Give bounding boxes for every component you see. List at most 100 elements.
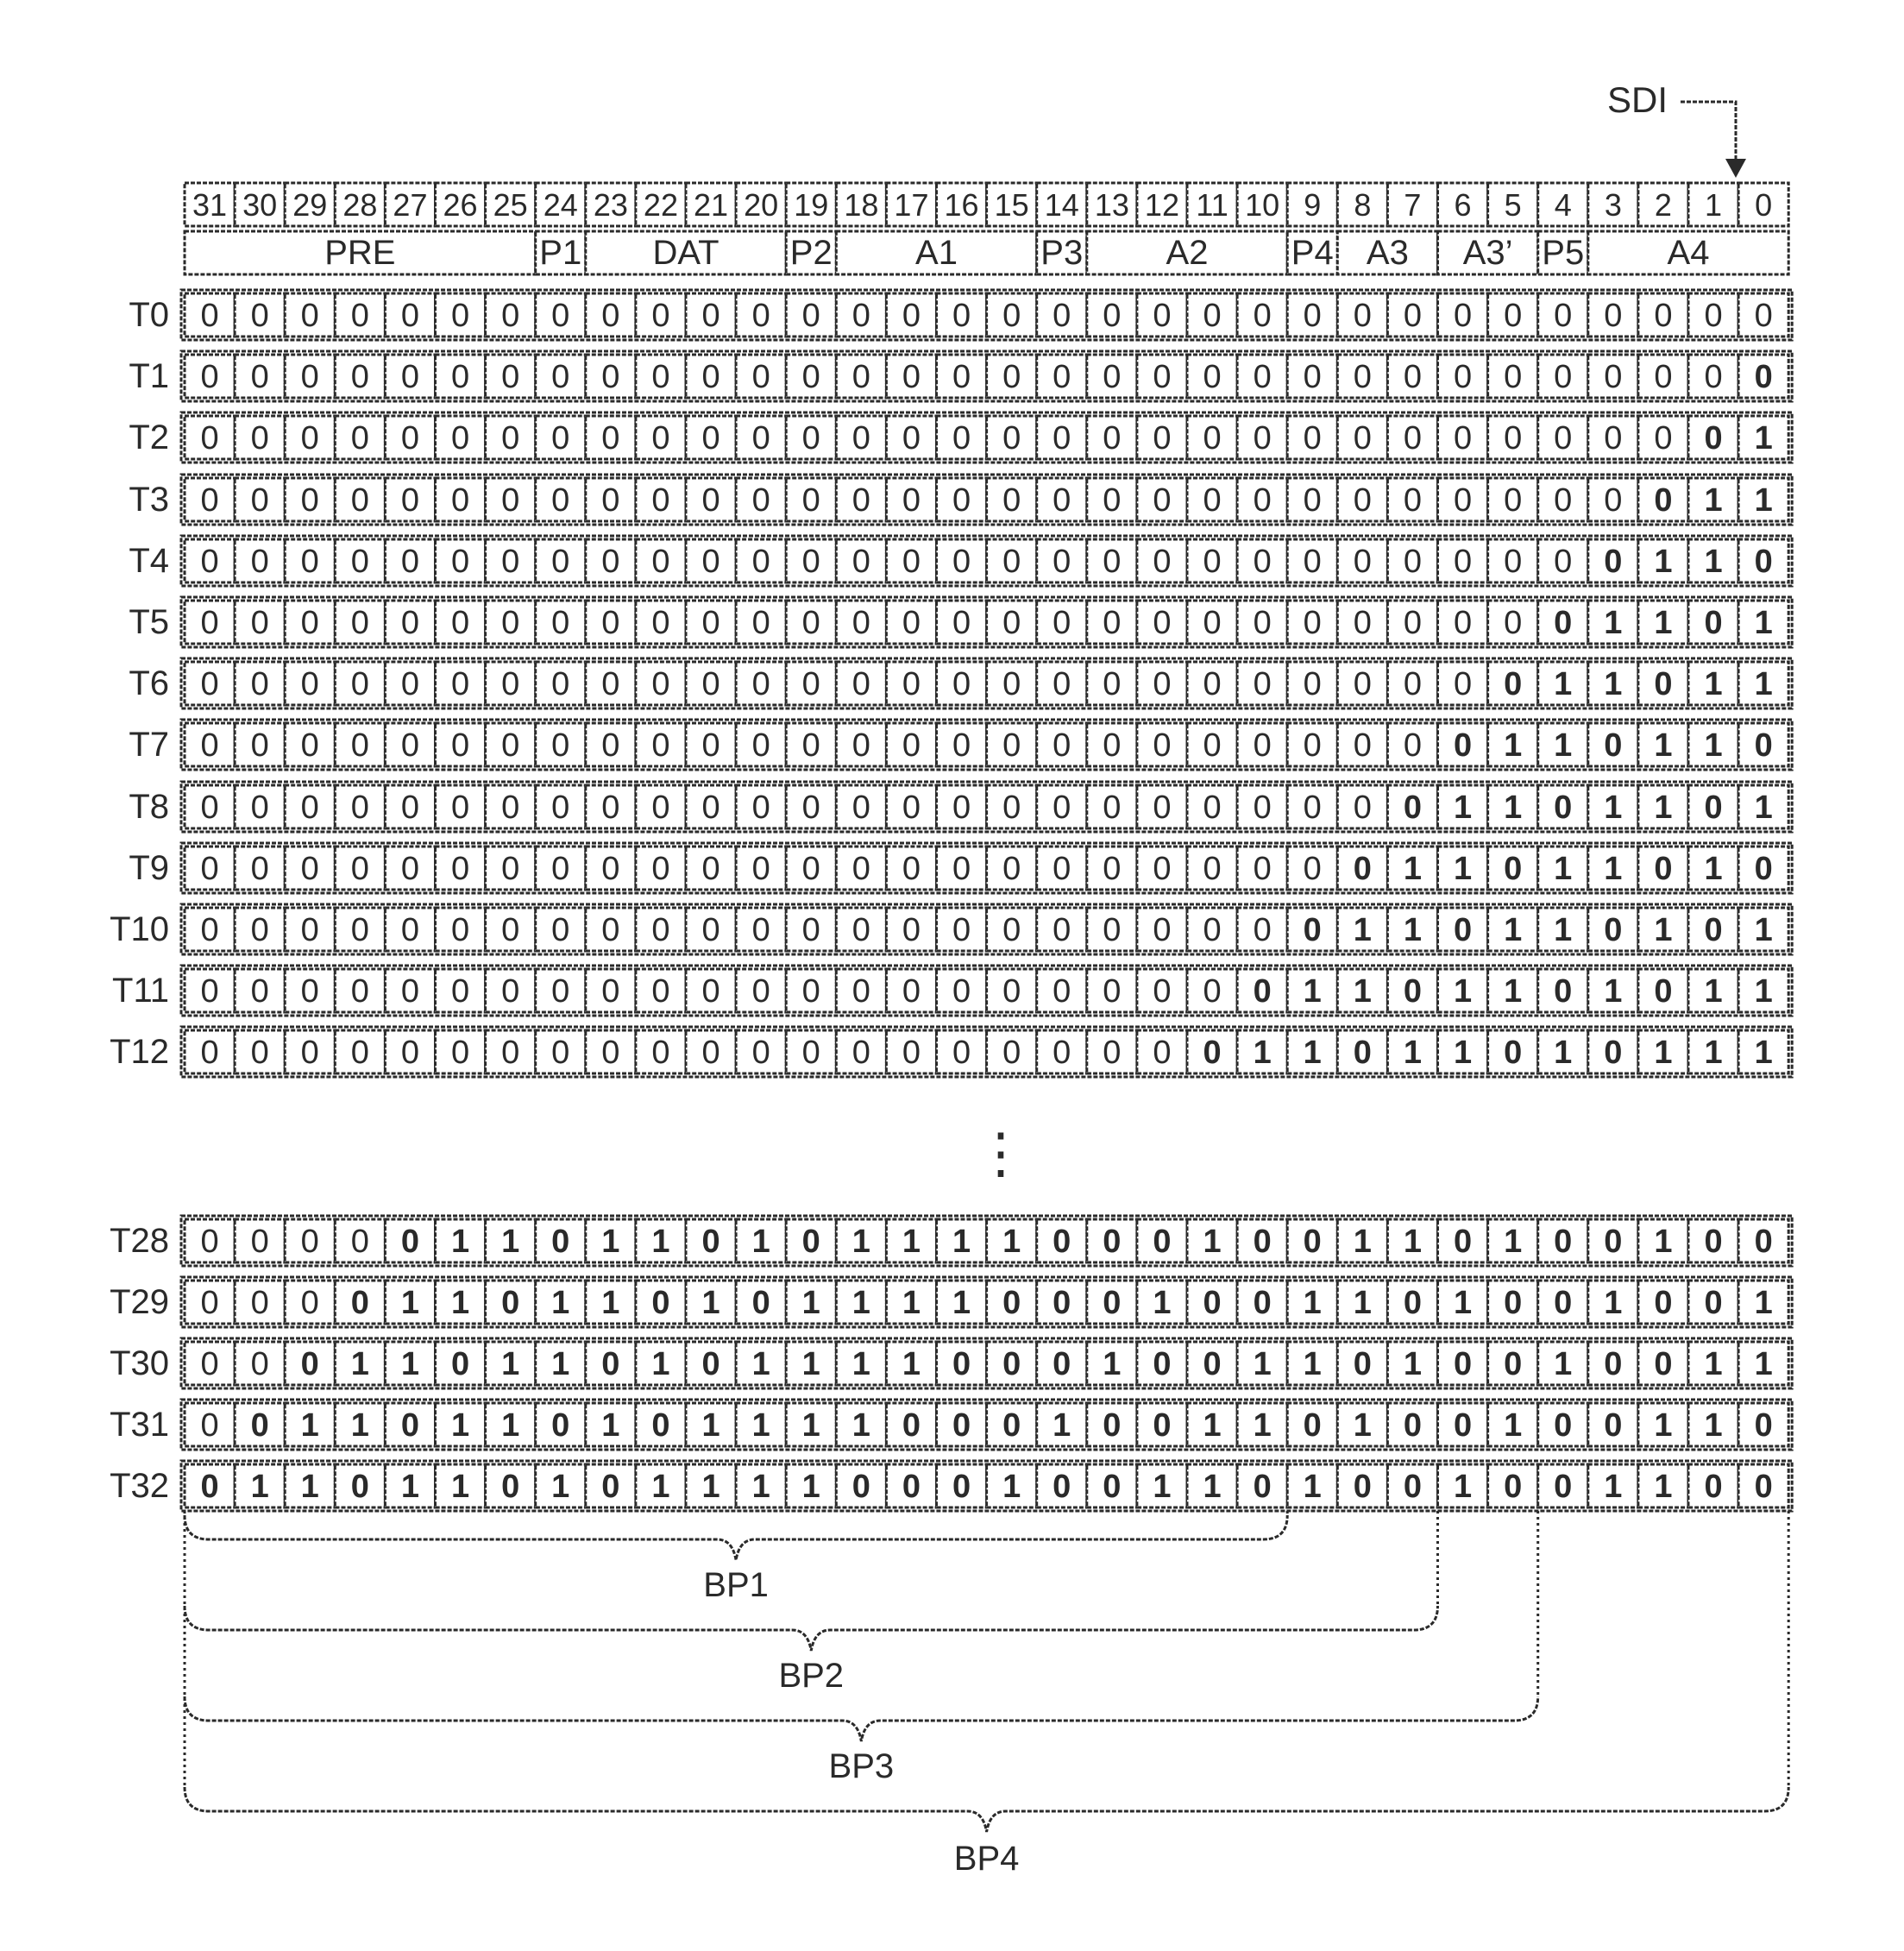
bit-value: 1 — [1554, 1346, 1572, 1382]
field-p3-cell: P3 — [1037, 231, 1087, 274]
field-label-row: PREP1DATP2A1P3A2P4A3A3’P5A4 — [185, 231, 1788, 274]
bit-value: 0 — [301, 666, 319, 702]
bit-value: 0 — [852, 851, 870, 887]
bit-value: 0 — [952, 727, 971, 764]
field-a3-cell: A3 — [1337, 231, 1437, 274]
bit-value: 0 — [351, 790, 369, 826]
bit-value: 0 — [451, 605, 469, 641]
bit-value: 0 — [200, 1285, 218, 1321]
bit-value: 0 — [752, 912, 770, 948]
bit-value: 0 — [401, 359, 419, 395]
bit-value: 0 — [451, 420, 469, 456]
bit-value: 0 — [1254, 298, 1272, 334]
bit-value: 0 — [1654, 973, 1672, 1010]
bit-index-cell: 27 — [385, 183, 435, 226]
bit-value: 0 — [1704, 298, 1722, 334]
bit-value: 0 — [251, 1407, 269, 1444]
bit-value: 0 — [1454, 666, 1472, 702]
bit-value: 0 — [501, 851, 519, 887]
bit-value: 0 — [1354, 1469, 1372, 1505]
bit-value: 0 — [1554, 1224, 1572, 1260]
bit-value: 0 — [1103, 727, 1121, 764]
bit-value: 0 — [802, 1035, 820, 1071]
bit-value: 0 — [1704, 359, 1722, 395]
bit-value: 0 — [651, 666, 669, 702]
bit-value: 0 — [1554, 1407, 1572, 1444]
bit-value: 0 — [401, 912, 419, 948]
bit-value: 1 — [1454, 1285, 1472, 1321]
bit-value: 0 — [1153, 851, 1171, 887]
bit-value: 0 — [1203, 666, 1221, 702]
bit-value: 1 — [551, 1285, 569, 1321]
register-row-t10: T1000000000000000000000000110110101 — [110, 904, 1792, 954]
bit-value: 0 — [1153, 1407, 1171, 1444]
bit-value: 0 — [852, 482, 870, 519]
bit-index-text: 23 — [594, 187, 628, 223]
bit-index-cell: 5 — [1488, 183, 1538, 226]
bit-index-text: 17 — [894, 187, 928, 223]
bit-value: 0 — [1354, 359, 1372, 395]
bit-value: 0 — [1103, 420, 1121, 456]
bit-value: 0 — [1454, 544, 1472, 580]
bit-index-cell: 24 — [536, 183, 586, 226]
bit-value: 0 — [451, 973, 469, 1010]
bit-value: 0 — [701, 605, 719, 641]
bit-index-cell: 7 — [1387, 183, 1437, 226]
bit-value: 1 — [301, 1469, 319, 1505]
bit-value: 0 — [401, 851, 419, 887]
bit-value: 0 — [1404, 973, 1422, 1010]
bit-index-cell: 30 — [235, 183, 285, 226]
bit-value: 0 — [852, 298, 870, 334]
bit-value: 0 — [1404, 727, 1422, 764]
bit-value: 1 — [1203, 1469, 1221, 1505]
bit-value: 0 — [301, 1035, 319, 1071]
bit-value: 0 — [1755, 851, 1773, 887]
bit-value: 0 — [701, 727, 719, 764]
bit-index-text: 30 — [242, 187, 277, 223]
bit-value: 0 — [902, 851, 921, 887]
bit-value: 1 — [651, 1346, 669, 1382]
bit-value: 0 — [701, 973, 719, 1010]
bit-index-text: 22 — [644, 187, 678, 223]
bit-value: 0 — [1454, 298, 1472, 334]
bit-value: 0 — [1304, 851, 1322, 887]
bit-value: 0 — [351, 1469, 369, 1505]
bit-value: 0 — [1053, 359, 1071, 395]
bit-value: 0 — [1254, 666, 1272, 702]
bit-value: 0 — [1404, 1407, 1422, 1444]
bit-value: 0 — [1254, 359, 1272, 395]
bit-value: 0 — [451, 790, 469, 826]
bit-value: 0 — [251, 482, 269, 519]
bit-value: 0 — [651, 973, 669, 1010]
bit-value: 0 — [1604, 298, 1622, 334]
bit-value: 0 — [551, 1407, 569, 1444]
bit-value: 0 — [1404, 482, 1422, 519]
bit-value: 1 — [401, 1346, 419, 1382]
bit-index-cell: 6 — [1438, 183, 1488, 226]
bit-value: 0 — [1254, 727, 1272, 764]
bit-value: 0 — [1304, 359, 1322, 395]
bit-index-text: 7 — [1404, 187, 1421, 223]
row-label: T11 — [112, 972, 169, 1010]
bit-value: 0 — [1654, 1285, 1672, 1321]
bit-value: 0 — [1354, 1035, 1372, 1071]
bit-value: 0 — [1554, 482, 1572, 519]
bit-value: 0 — [1053, 482, 1071, 519]
bit-value: 0 — [200, 1407, 218, 1444]
bit-value: 0 — [351, 544, 369, 580]
row-label: T30 — [110, 1344, 169, 1382]
bit-value: 0 — [451, 1346, 469, 1382]
bit-value: 0 — [1604, 1407, 1622, 1444]
bit-value: 0 — [1554, 1285, 1572, 1321]
bit-value: 0 — [852, 727, 870, 764]
bit-index-cell: 12 — [1137, 183, 1187, 226]
bit-value: 0 — [701, 1035, 719, 1071]
bit-value: 0 — [200, 482, 218, 519]
bit-value: 0 — [501, 666, 519, 702]
bit-value: 0 — [301, 605, 319, 641]
bit-value: 0 — [251, 1035, 269, 1071]
bit-value: 0 — [752, 973, 770, 1010]
bit-value: 0 — [601, 605, 619, 641]
bit-value: 1 — [1704, 851, 1722, 887]
sdi-label: SDI — [1607, 79, 1668, 120]
